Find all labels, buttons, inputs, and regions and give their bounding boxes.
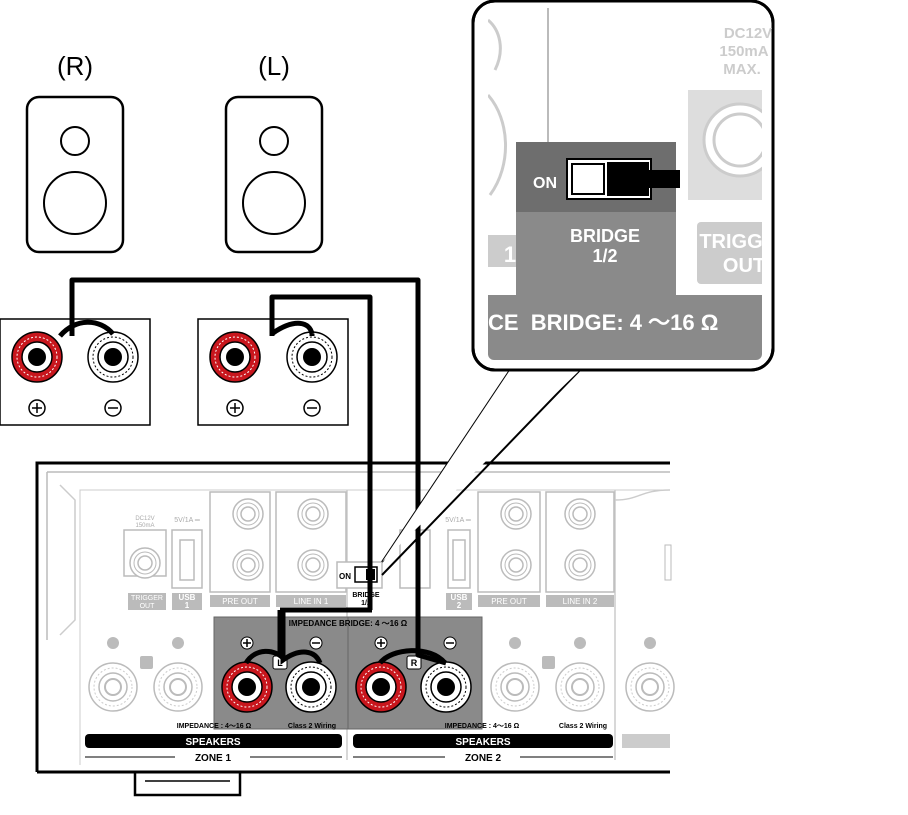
impedance-bridge-label: IMPEDANCE BRIDGE: 4 ～16 Ω	[289, 619, 408, 628]
speakers-label-2: SPEAKERS	[455, 737, 510, 748]
r-badge	[406, 655, 422, 670]
speakers-bar-2	[353, 734, 613, 748]
switch-on-small: ON	[339, 572, 351, 581]
callout-impedance: CE BRIDGE: 4 ～16 Ω	[488, 310, 718, 335]
line-in-2-tag	[546, 595, 614, 607]
class2-wiring-2: Class 2 Wiring	[559, 723, 607, 730]
speaker-cables	[58, 277, 447, 666]
callout-bridge-1: BRIDGE	[570, 226, 640, 246]
callout-dc-2: 150mA	[719, 43, 768, 60]
zone2-upper-connectors	[399, 491, 615, 593]
impedance-zone2: IMPEDANCE : 4～16 Ω	[445, 723, 520, 730]
speakers-bar-1	[85, 734, 342, 748]
l-badge-text: L	[277, 658, 283, 668]
line-in-1-label: LINE IN 1	[294, 597, 329, 606]
bridge-small-line1: BRIDGE	[352, 592, 380, 599]
usb2-number: 2	[457, 601, 462, 610]
callout-on-label: ON	[533, 175, 557, 192]
right-speaker-terminals	[0, 318, 151, 426]
bridge-small-line2: 1/2	[361, 600, 371, 607]
pre-out-tag-1	[210, 595, 270, 607]
trigger-out-label-2: OUT	[140, 603, 156, 610]
callout-zone-number: 1	[504, 242, 516, 267]
usb2-tag	[446, 593, 472, 610]
zone1-upper-connectors	[123, 491, 347, 593]
left-speaker-terminals	[197, 318, 349, 426]
left-speaker	[224, 95, 324, 254]
line-in-1-tag	[276, 595, 346, 607]
zone1-label: ZONE 1	[195, 753, 232, 764]
callout-bridge-2: 1/2	[592, 246, 617, 266]
left-speaker-label: (L)	[258, 51, 290, 81]
usb1-label: USB	[179, 593, 196, 602]
trigger-out-label: TRIGGER	[131, 595, 163, 602]
pre-out-tag-2	[478, 595, 540, 607]
class2-wiring-1: Class 2 Wiring	[288, 723, 336, 730]
dc-label-small: DC12V	[135, 516, 154, 522]
impedance-zone1: IMPEDANCE : 4～16 Ω	[177, 723, 252, 730]
callout-dc-3: MAX.	[723, 61, 761, 78]
speakers-label-1: SPEAKERS	[185, 737, 240, 748]
callout-trigger-1: TRIGG	[699, 231, 762, 253]
usb-power-label-2: 5V/1A ═	[445, 517, 471, 524]
callout-trigger-2: OUT	[723, 255, 765, 277]
arrow-icon	[618, 163, 680, 195]
pre-out-label-2: PRE OUT	[491, 597, 527, 606]
amp-terminals	[88, 661, 675, 713]
usb2-label: USB	[451, 593, 468, 602]
zone2-label: ZONE 2	[465, 753, 502, 764]
usb-power-label: 5V/1A ═	[174, 517, 200, 524]
dc-label-small-2: 150mA	[135, 523, 154, 529]
r-badge-text: R	[411, 658, 418, 668]
right-speaker	[25, 95, 125, 254]
callout-switch-knob[interactable]	[571, 163, 605, 195]
usb1-number: 1	[185, 601, 190, 610]
pre-out-label-1: PRE OUT	[222, 597, 258, 606]
usb1-tag	[172, 593, 202, 610]
right-speaker-label: (R)	[57, 51, 93, 81]
trigger-out-tag	[128, 593, 166, 610]
line-in-2-label: LINE IN 2	[563, 597, 598, 606]
callout-dc-1: DC12V	[724, 25, 772, 42]
